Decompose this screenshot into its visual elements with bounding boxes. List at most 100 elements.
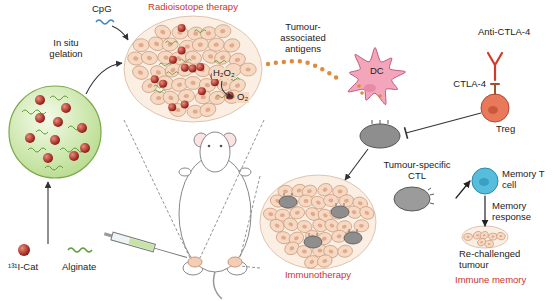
rechallenged-tumour-shape	[462, 226, 508, 248]
radiotherapy-tumour-shape	[220, 29, 225, 34]
hydrogel-sphere	[80, 143, 90, 153]
treg-cell-shape	[488, 106, 498, 114]
radiotherapy-tumour-shape	[196, 63, 204, 71]
rechallenged-tumour-shape	[482, 234, 485, 237]
agent-label: CpG	[92, 4, 112, 15]
t-cell	[360, 124, 400, 148]
rechallenged-tumour-shape	[499, 235, 502, 238]
radiotherapy-tumour-shape	[190, 55, 196, 61]
radiotherapy-tumour-shape	[213, 49, 233, 67]
dendritic-cell-shape	[378, 94, 382, 98]
rechallenged-tumour-shape	[488, 243, 491, 245]
rechallenged-tumour-shape	[467, 236, 470, 238]
radiotherapy-tumour-shape	[204, 82, 210, 87]
hydrogel-sphere	[9, 86, 101, 178]
rechallenged-tumour-shape	[485, 240, 494, 247]
radiotherapy-tumour-shape	[213, 42, 219, 47]
treg-cell-shape	[478, 92, 512, 124]
component-sample	[68, 248, 92, 252]
immunotherapy-tumour-shape	[351, 210, 357, 215]
hydrogel-sphere	[77, 123, 87, 133]
radiotherapy-tumour-shape	[185, 76, 202, 90]
radiotherapy-tumour-shape	[167, 42, 173, 47]
mouse	[188, 257, 202, 267]
immunotherapy-tumour-shape	[283, 189, 288, 193]
treg-cell-shape	[481, 94, 509, 122]
edge-label: Memory response	[492, 201, 550, 223]
syringe	[104, 232, 113, 237]
radiotherapy-tumour-shape	[193, 31, 199, 36]
radiotherapy-tumour-shape	[165, 41, 177, 44]
radiotherapy-tumour-shape	[179, 59, 191, 62]
radiotherapy-tumour-shape	[229, 43, 235, 48]
mouse	[239, 168, 251, 176]
radiotherapy-tumour-shape	[169, 56, 177, 64]
immunotherapy-tumour-shape	[342, 224, 347, 229]
magnification-line	[124, 120, 264, 268]
radiotherapy-tumour-shape	[240, 63, 256, 76]
rechallenged-tumour-shape	[491, 235, 494, 237]
arrow-connector	[484, 196, 485, 226]
radiotherapy-tumour-shape	[207, 54, 213, 60]
radiotherapy-tumour-shape	[168, 103, 176, 111]
immunotherapy-tumour-shape	[268, 212, 274, 217]
immunotherapy-tumour-shape	[358, 204, 377, 221]
immunotherapy-tumour-shape	[337, 244, 353, 258]
immunotherapy-tumour-shape	[322, 258, 328, 263]
immunotherapy-tumour-shape	[309, 233, 317, 236]
radiotherapy-tumour-shape	[140, 50, 158, 66]
radiotherapy-tumour-shape	[137, 70, 143, 76]
cpg-strand	[96, 20, 114, 24]
rechallenged-tumour-shape	[464, 233, 473, 240]
immunotherapy-tumour-shape	[279, 196, 297, 208]
immunotherapy-tumour-shape	[322, 187, 328, 192]
hydrogel-sphere	[9, 86, 101, 178]
radiotherapy-tumour-shape	[240, 63, 256, 76]
antibody	[491, 84, 499, 94]
immunotherapy-tumour-shape	[316, 253, 334, 269]
ctl-cell-shape	[394, 187, 430, 211]
radiotherapy-tumour-shape	[151, 75, 159, 83]
immunotherapy-tumour-shape	[284, 193, 292, 196]
chemical-label: O₂	[236, 92, 249, 103]
immunotherapy-tumour-shape	[281, 235, 287, 240]
radiotherapy-tumour-shape	[166, 72, 178, 75]
immunotherapy-tumour-shape	[342, 249, 347, 254]
rechallenged-tumour-shape	[455, 226, 527, 248]
radiotherapy-tumour-shape	[214, 24, 231, 38]
immunotherapy-tumour-shape	[317, 248, 322, 252]
immunotherapy-tumour-shape	[296, 188, 302, 193]
cpg-strand	[96, 20, 114, 24]
node-text: DC	[340, 40, 410, 77]
radiotherapy-tumour-shape	[194, 30, 206, 33]
immunotherapy-tumour-shape	[288, 221, 294, 227]
immunotherapy-tumour-shape	[349, 229, 357, 232]
rechallenged-tumour-shape	[496, 232, 506, 241]
radiotherapy-tumour-shape	[161, 37, 179, 52]
radiotherapy-tumour-shape	[138, 43, 143, 47]
radiotherapy-tumour-shape	[133, 56, 139, 61]
memory-t-cell-shape	[479, 178, 489, 186]
radiotherapy-tumour-shape	[163, 55, 169, 60]
radiotherapy-tumour-shape	[154, 90, 166, 93]
immunotherapy-tumour-shape	[307, 189, 313, 194]
immunotherapy-tumour-shape	[323, 194, 339, 207]
hydrogel-sphere	[28, 148, 46, 152]
immunotherapy-tumour-shape	[364, 210, 370, 216]
component-label: Alginate	[62, 262, 96, 273]
mouse	[208, 145, 211, 148]
antibody-label: Anti-CTLA-4	[478, 27, 530, 38]
radiotherapy-tumour-shape	[245, 67, 250, 71]
radiotherapy-tumour-shape	[156, 96, 162, 101]
radiotherapy-tumour-shape	[160, 29, 166, 35]
immunotherapy-tumour-shape	[357, 201, 363, 206]
radiotherapy-tumour-shape	[190, 81, 195, 86]
memory-t-cell: Memory T cell	[470, 166, 550, 196]
rechallenged-tumour-shape	[464, 233, 473, 240]
hydrogel-sphere	[61, 103, 71, 113]
radiotherapy-tumour-shape	[155, 69, 161, 75]
immunotherapy-tumour-shape	[329, 223, 335, 229]
radiotherapy-tumour-shape	[234, 57, 240, 63]
component-label: ¹³¹I-Cat	[8, 262, 38, 273]
radiotherapy-tumour-shape	[181, 100, 189, 108]
